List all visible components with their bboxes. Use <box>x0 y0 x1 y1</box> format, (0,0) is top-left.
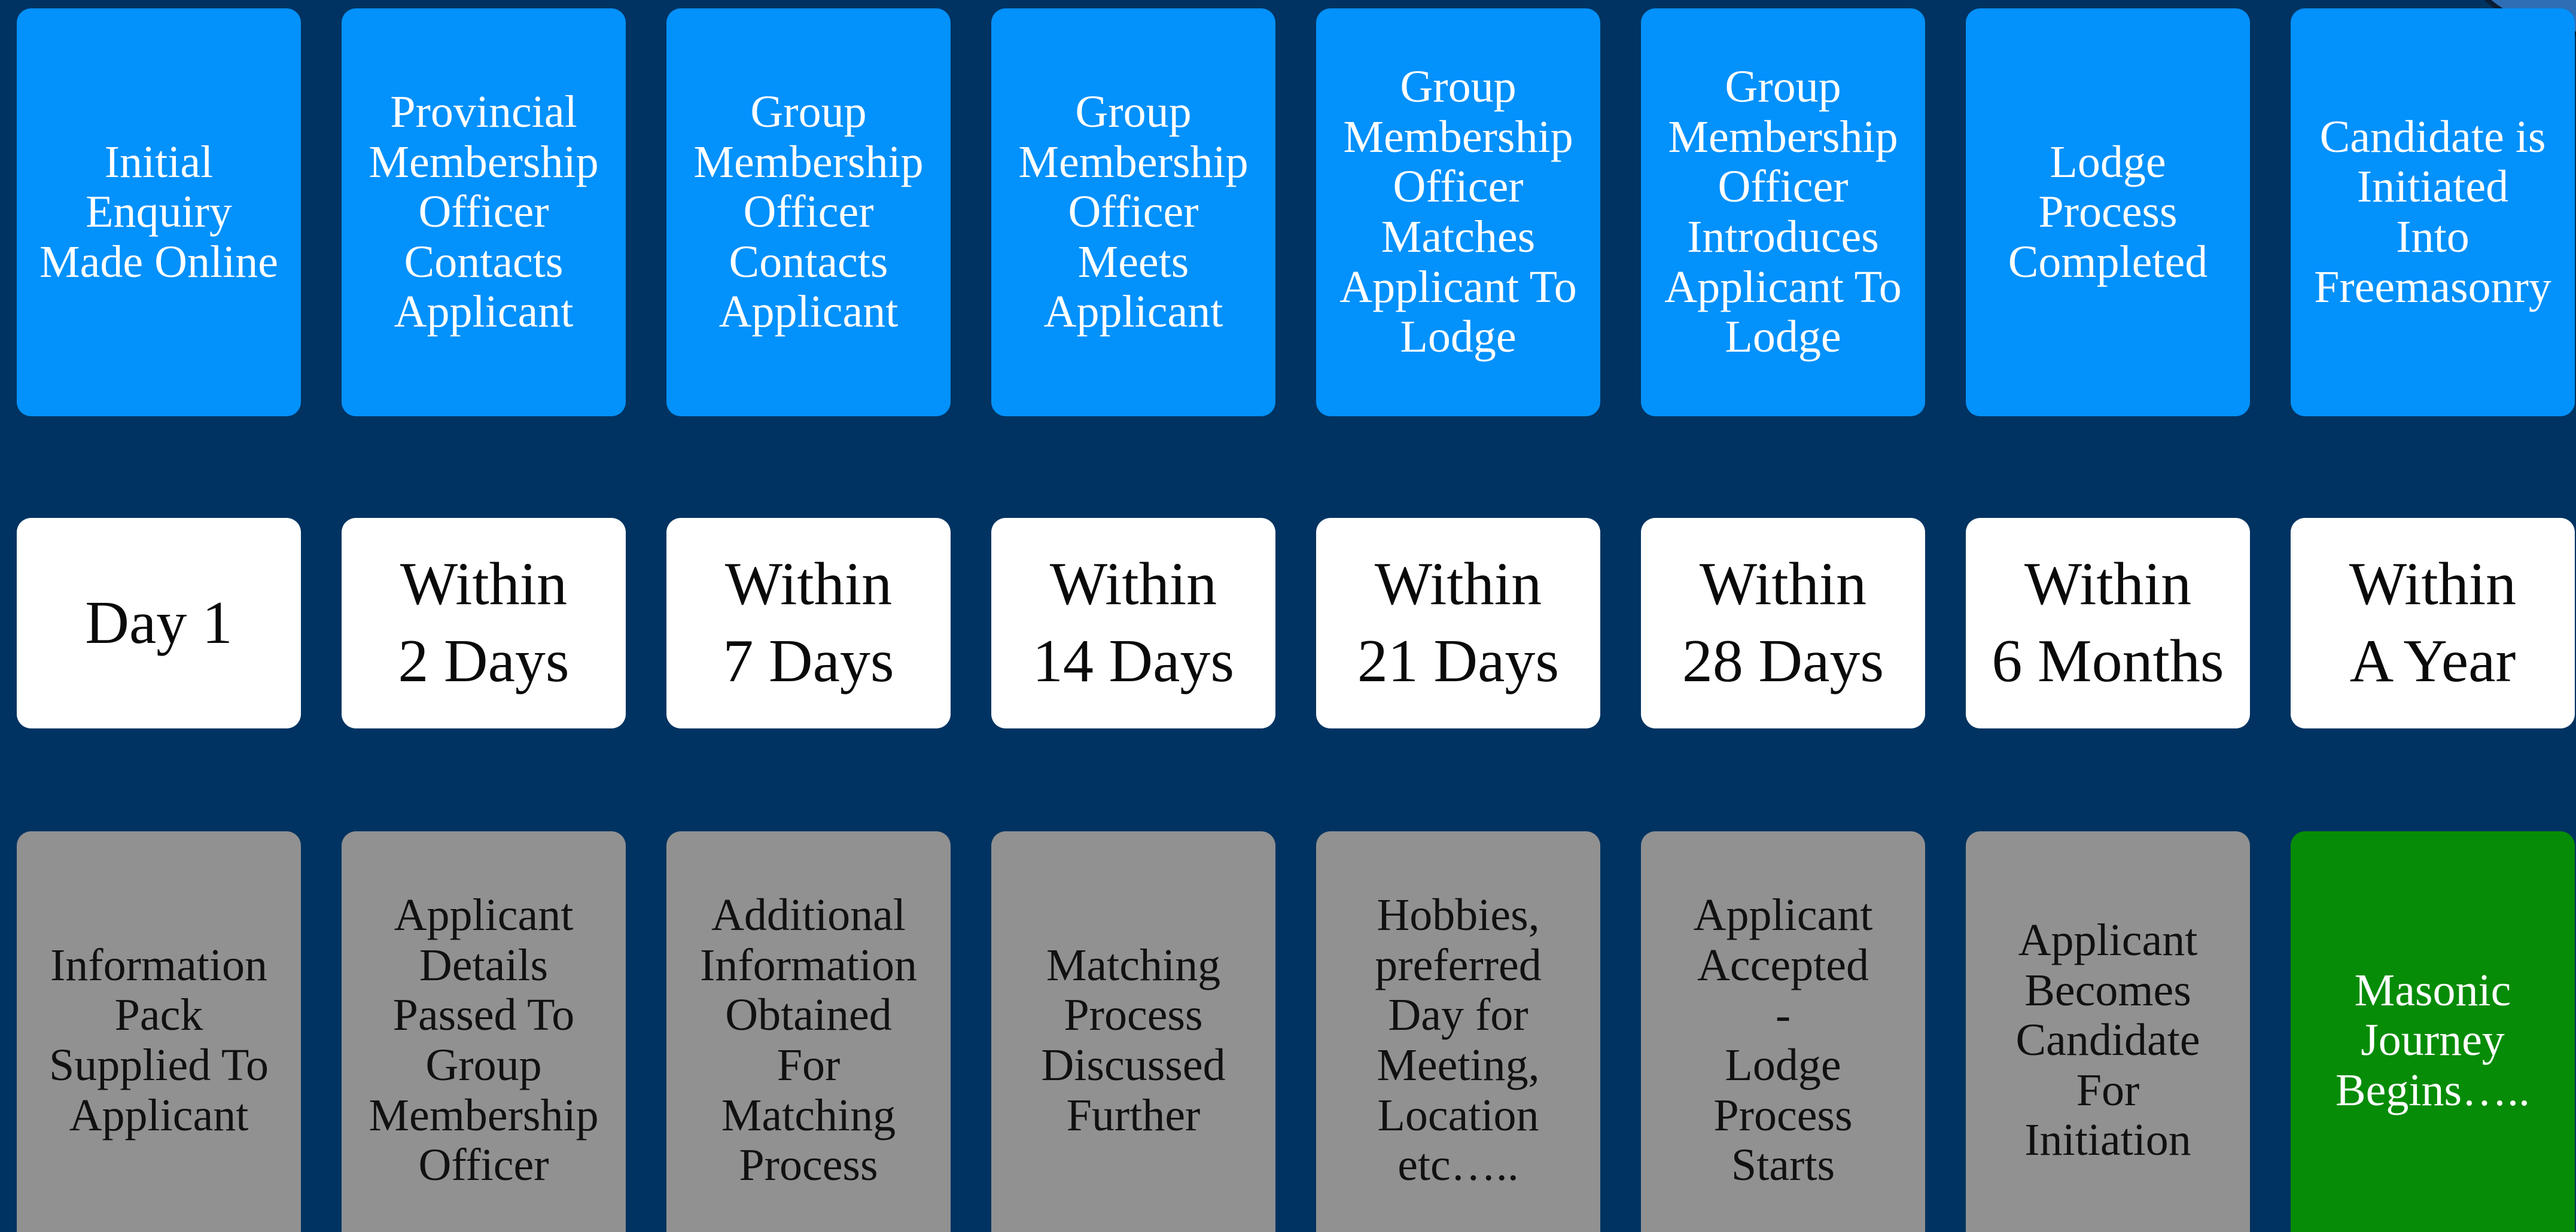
detail-box-7: Applicant Becomes Candidate For Initiati… <box>1966 831 2250 1232</box>
step-box-7: Lodge Process Completed <box>1966 8 2250 416</box>
detail-box-4: Matching Process Discussed Further <box>991 831 1275 1232</box>
timeframe-box-4: Within 14 Days <box>991 518 1275 728</box>
step-box-8: Candidate is Initiated Into Freemasonry <box>2291 8 2575 416</box>
detail-box-3: Additional Information Obtained For Matc… <box>666 831 951 1232</box>
detail-box-5: Hobbies, preferred Day for Meeting, Loca… <box>1316 831 1600 1232</box>
timeframe-box-5: Within 21 Days <box>1316 518 1600 728</box>
detail-box-1: Information Pack Supplied To Applicant <box>17 831 301 1232</box>
timeframe-box-6: Within 28 Days <box>1641 518 1925 728</box>
detail-box-6: Applicant Accepted - Lodge Process Start… <box>1641 831 1925 1232</box>
step-box-1: Initial Enquiry Made Online <box>17 8 301 416</box>
timeframe-box-2: Within 2 Days <box>342 518 626 728</box>
timeframe-box-3: Within 7 Days <box>666 518 951 728</box>
step-box-5: Group Membership Officer Matches Applica… <box>1316 8 1600 416</box>
timeframe-box-7: Within 6 Months <box>1966 518 2250 728</box>
step-box-2: Provincial Membership Officer Contacts A… <box>342 8 626 416</box>
final-detail-box: Masonic Journey Begins….. <box>2291 831 2575 1232</box>
step-box-4: Group Membership Officer Meets Applicant <box>991 8 1275 416</box>
timeframe-box-1: Day 1 <box>17 518 301 728</box>
step-box-3: Group Membership Officer Contacts Applic… <box>666 8 951 416</box>
detail-box-2: Applicant Details Passed To Group Member… <box>342 831 626 1232</box>
step-box-6: Group Membership Officer Introduces Appl… <box>1641 8 1925 416</box>
timeframe-box-8: Within A Year <box>2291 518 2575 728</box>
